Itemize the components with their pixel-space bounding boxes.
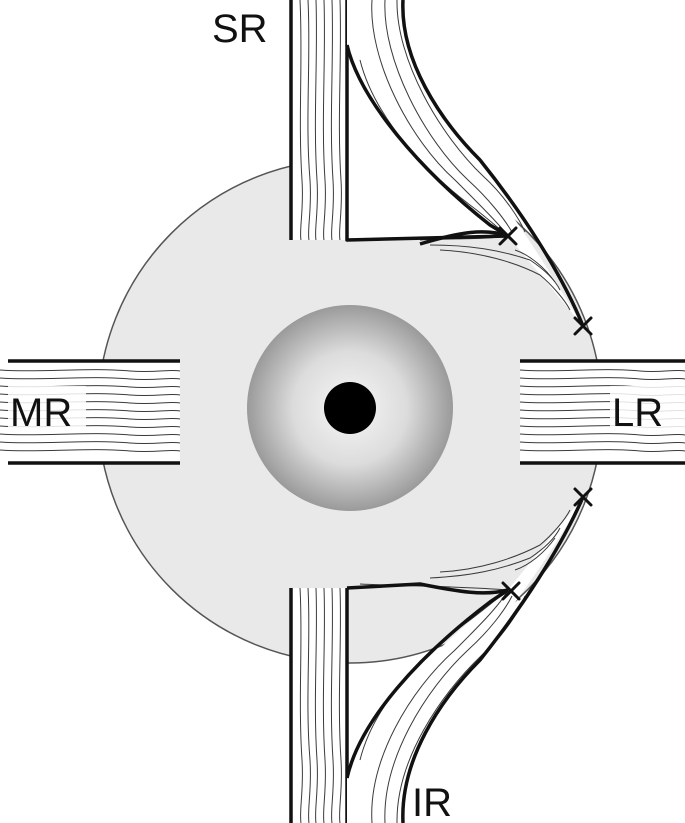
superior-rectus-muscle xyxy=(291,0,347,240)
label-mr: MR xyxy=(10,391,72,435)
label-lr: LR xyxy=(612,391,663,435)
pupil xyxy=(324,382,376,434)
label-sr: SR xyxy=(212,7,268,51)
inferior-rectus-muscle xyxy=(291,588,347,823)
label-ir: IR xyxy=(412,781,452,823)
